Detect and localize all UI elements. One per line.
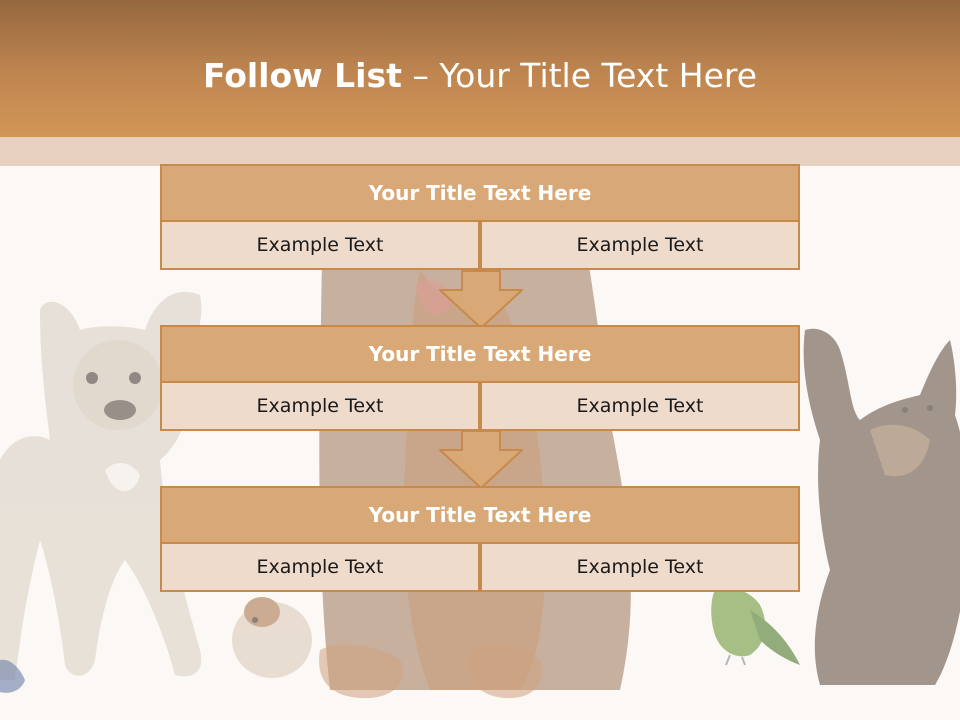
block-title[interactable]: Your Title Text Here: [160, 164, 800, 222]
follow-block-1: Your Title Text Here Example Text Exampl…: [160, 164, 800, 270]
slide-title: Follow List – Your Title Text Here: [0, 56, 960, 96]
block-cell-left[interactable]: Example Text: [160, 220, 480, 270]
follow-block-3: Your Title Text Here Example Text Exampl…: [160, 486, 800, 592]
slide-title-strong: Follow List: [202, 56, 402, 95]
block-cell-left[interactable]: Example Text: [160, 381, 480, 431]
block-cell-right[interactable]: Example Text: [480, 220, 800, 270]
block-title[interactable]: Your Title Text Here: [160, 486, 800, 544]
block-cell-right[interactable]: Example Text: [480, 381, 800, 431]
block-title[interactable]: Your Title Text Here: [160, 325, 800, 383]
slide-title-rest: – Your Title Text Here: [401, 56, 758, 95]
title-bar: [0, 0, 960, 137]
block-cell-right[interactable]: Example Text: [480, 542, 800, 592]
title-accent-strip: [0, 137, 960, 166]
follow-block-2: Your Title Text Here Example Text Exampl…: [160, 325, 800, 431]
arrow-down-icon: [439, 270, 523, 329]
arrow-down-icon: [439, 430, 523, 489]
block-cell-left[interactable]: Example Text: [160, 542, 480, 592]
